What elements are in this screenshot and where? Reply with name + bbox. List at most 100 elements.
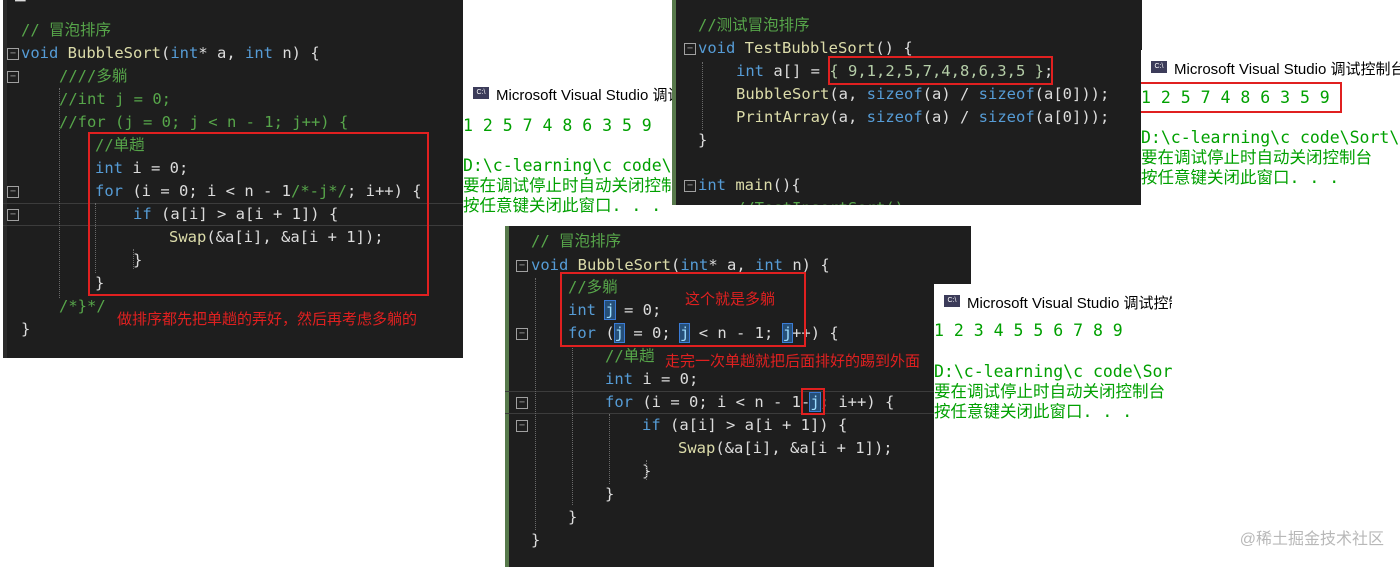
function-name: Swap [678, 439, 716, 457]
keyword: int [680, 256, 709, 274]
console-titlebar[interactable]: C:\ Microsoft Visual Studio 调试控制台 [463, 76, 675, 110]
code-text: (a, [829, 85, 867, 103]
console-titlebar[interactable]: C:\ Microsoft Visual Studio 调试控制台 [934, 284, 1172, 318]
highlight-box-single-pass [88, 132, 429, 296]
code-text: = 0; [624, 324, 681, 342]
code-text: (a[i] > a[i + 1]) { [151, 205, 339, 223]
fold-toggle-icon[interactable]: − [7, 209, 19, 221]
code-comment: ////多躺 [59, 67, 128, 85]
fold-toggle-icon[interactable]: − [516, 420, 528, 432]
code-text: () { [875, 39, 913, 57]
code-line: void TestBubbleSort() { [698, 37, 913, 60]
keyword: void [531, 256, 569, 274]
console-message: 要在调试停止时自动关闭控制台 [463, 176, 675, 195]
indent-guide [535, 278, 536, 530]
console-message: 按任意键关闭此窗口. . . [934, 402, 1133, 421]
code-comment: //TestInsertSort() [736, 197, 904, 205]
console-output: 1 2 3 4 5 5 6 7 8 9 [934, 321, 1123, 340]
code-text: (&a[i], &a[i + 1]); [715, 439, 893, 457]
keyword: if [642, 416, 661, 434]
code-brace: } [133, 251, 143, 269]
keyword: sizeof [978, 85, 1035, 103]
code-text: = 0; [614, 301, 662, 319]
keyword: for [605, 393, 633, 411]
console-window-3: C:\ Microsoft Visual Studio 调试控制台 1 2 3 … [934, 284, 1172, 567]
highlight-box-minus-j [801, 388, 825, 415]
fold-toggle-icon[interactable]: − [516, 328, 528, 340]
indent-guide [572, 345, 573, 505]
current-line-border [3, 225, 463, 226]
fold-toggle-icon[interactable]: − [7, 48, 19, 60]
code-text: * a, [708, 256, 756, 274]
code-comment: //单趟 [605, 347, 655, 365]
fold-toggle-icon[interactable]: − [684, 180, 696, 192]
code-brace: } [568, 508, 578, 526]
code-text: ; i++) { [346, 182, 422, 200]
annotation-note: 走完一次单趟就把后面排好的踢到外面 [665, 353, 921, 370]
code-text: (a[0])); [1034, 85, 1110, 103]
keyword: for [95, 182, 123, 200]
code-text: ++) { [792, 324, 839, 342]
code-comment: /*-j*/ [290, 182, 347, 200]
console-title: Microsoft Visual Studio 调试控制台 [967, 295, 1172, 312]
variable-highlight: j [678, 323, 691, 343]
change-bar [3, 0, 7, 358]
indent-guide [646, 460, 647, 480]
keyword: int [245, 44, 274, 62]
code-comment: //多躺 [568, 278, 618, 296]
fold-toggle-icon[interactable]: − [516, 397, 528, 409]
code-text: (a[i] > a[i + 1]) { [660, 416, 848, 434]
code-line: int a[] = { 9,1,2,5,7,4,8,6,3,5 }; [736, 60, 1053, 83]
code-comment: /*}*/ [59, 297, 106, 315]
keyword: for [568, 324, 596, 342]
code-line: Swap(&a[i], &a[i + 1]); [678, 437, 893, 460]
console-app-icon: C:\ [1151, 61, 1167, 73]
console-app-icon: C:\ [473, 87, 489, 99]
fold-toggle-icon[interactable]: − [7, 186, 19, 198]
function-name: BubbleSort [736, 85, 830, 103]
code-line: BubbleSort(a, sizeof(a) / sizeof(a[0])); [736, 83, 1109, 106]
console-output: 1 2 5 7 4 8 6 3 5 9 [1141, 88, 1330, 107]
code-text: (&a[i], &a[i + 1]); [206, 228, 384, 246]
fold-toggle-icon[interactable]: − [684, 43, 696, 55]
function-name: TestBubbleSort [744, 39, 876, 57]
code-comment: //单趟 [95, 136, 145, 154]
console-path: D:\c-learning\c code\Sort\ [934, 362, 1172, 381]
code-text: (i = 0; i < n - 1- [633, 393, 811, 411]
function-name: BubbleSort [67, 44, 161, 62]
indent-guide [609, 414, 610, 484]
fold-toggle-icon[interactable]: − [7, 71, 19, 83]
code-line: int j = 0; [568, 299, 661, 322]
console-window-2: C:\ Microsoft Visual Studio 调试控制台 1 2 5 … [1141, 50, 1400, 206]
fold-toggle-icon[interactable]: − [516, 260, 528, 272]
code-text: ; i++) { [819, 393, 895, 411]
keyword: void [21, 44, 59, 62]
keyword: int [698, 176, 726, 194]
console-title: Microsoft Visual Studio 调试控制台 [1174, 61, 1400, 78]
code-brace: } [95, 274, 105, 292]
indent-guide [59, 88, 60, 298]
code-line: PrintArray(a, sizeof(a) / sizeof(a[0])); [736, 106, 1109, 129]
console-message: 按任意键关闭此窗口. . . [1141, 168, 1340, 187]
console-path: D:\c-learning\c code\Sort\ [1141, 128, 1400, 147]
keyword: int [568, 301, 596, 319]
code-text: i = 0; [123, 159, 189, 177]
code-line: for (i = 0; i < n - 1/*-j*/; i++) { [95, 180, 422, 203]
code-text: (a[0])); [1034, 108, 1110, 126]
code-text: (i = 0; i < n - 1 [123, 182, 291, 200]
variable-highlight: j [604, 300, 616, 320]
code-line: Swap(&a[i], &a[i + 1]); [169, 226, 384, 249]
code-line: int i = 0; [605, 368, 698, 391]
keyword: int [736, 62, 764, 80]
code-line: for (i = 0; i < n - 1-j; i++) { [605, 391, 894, 414]
function-name: PrintArray [736, 108, 830, 126]
editor-panel-bubblesort-v2: // 冒泡排序 − void BubbleSort(int* a, int n)… [505, 226, 971, 567]
console-titlebar[interactable]: C:\ Microsoft Visual Studio 调试控制台 [1141, 50, 1400, 84]
keyword: int [755, 256, 784, 274]
highlight-box-array [828, 56, 1053, 85]
console-message: 要在调试停止时自动关闭控制台 [934, 382, 1165, 401]
indent-guide [702, 62, 703, 130]
code-line: └┘ [11, 0, 30, 10]
code-brace: } [531, 531, 541, 549]
function-name: Swap [169, 228, 207, 246]
